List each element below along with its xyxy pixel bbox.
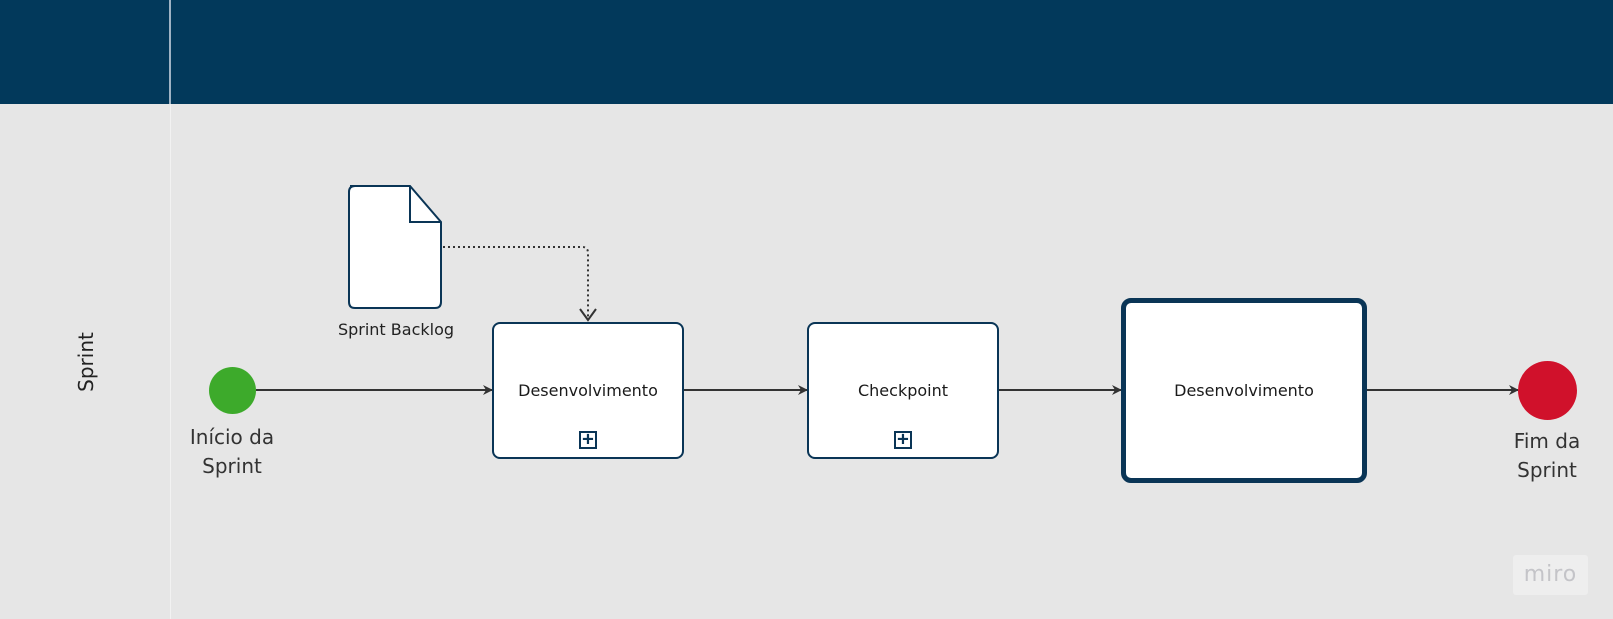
data-object-shape[interactable] <box>348 185 442 309</box>
association-arrowhead <box>579 308 597 322</box>
end-event[interactable] <box>1518 361 1577 420</box>
end-event-label: Fim da Sprint <box>1513 429 1581 482</box>
task-checkpoint[interactable]: Checkpoint + <box>807 322 999 459</box>
data-object-label: Sprint Backlog <box>337 320 455 339</box>
lane-divider <box>170 104 171 619</box>
subprocess-plus-icon[interactable]: + <box>579 430 597 449</box>
miro-watermark: miro <box>1513 555 1588 595</box>
subprocess-plus-icon[interactable]: + <box>894 430 912 449</box>
association-connector[interactable] <box>443 246 589 318</box>
task-label: Desenvolvimento <box>518 381 658 400</box>
header-divider <box>169 0 171 104</box>
pool-header <box>0 0 1613 104</box>
task-desenvolvimento-1[interactable]: Desenvolvimento + <box>492 322 684 459</box>
task-label: Desenvolvimento <box>1174 381 1314 400</box>
data-object-fold <box>409 186 441 223</box>
lane-header <box>0 104 170 619</box>
start-event[interactable] <box>209 367 256 414</box>
task-desenvolvimento-2[interactable]: Desenvolvimento <box>1121 298 1367 483</box>
task-label: Checkpoint <box>857 381 949 400</box>
start-event-label: Início da Sprint <box>189 425 275 478</box>
